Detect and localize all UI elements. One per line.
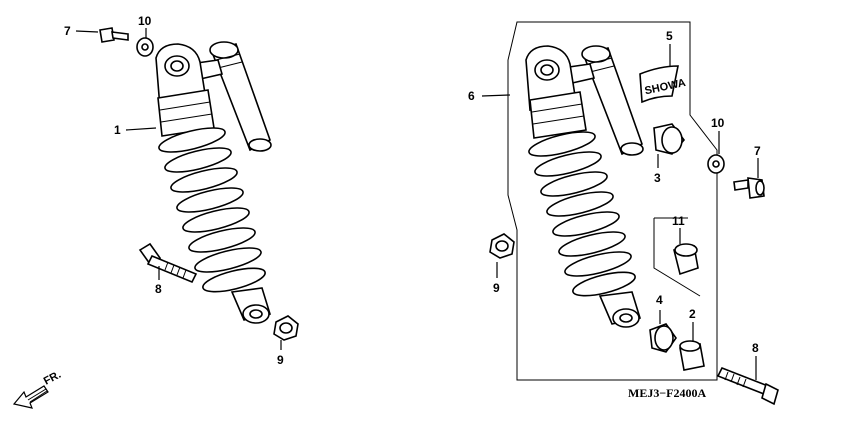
callout-left-10: 10 (138, 14, 152, 28)
callout-left-9: 9 (277, 353, 284, 367)
bushing-11 (673, 243, 699, 276)
collar-2 (679, 340, 705, 371)
callout-right-7: 7 (754, 144, 761, 158)
right-spring (528, 131, 636, 297)
left-washer-10 (136, 37, 154, 57)
bushing-4 (649, 323, 677, 353)
left-nut-9 (273, 315, 299, 341)
front-direction-arrow-icon (12, 385, 49, 409)
right-nut-9 (489, 233, 515, 259)
callout-right-11: 11 (672, 214, 685, 228)
diagram-code: MEJ3−F2400A (628, 386, 706, 400)
callout-right-6: 6 (468, 89, 475, 103)
assembly-outline (507, 21, 718, 381)
right-bolt-8 (716, 366, 779, 406)
left-bolt-8 (138, 242, 198, 284)
callout-right-2: 2 (689, 307, 696, 321)
left-shock-absorber (155, 41, 272, 324)
subset-outline (653, 217, 701, 297)
callout-left-7: 7 (64, 24, 71, 38)
callout-right-10: 10 (711, 116, 725, 130)
callout-right-9: 9 (493, 281, 500, 295)
showa-label: SHOWA (639, 65, 687, 104)
right-shock-absorber (525, 45, 644, 328)
callout-left-1: 1 (114, 123, 121, 137)
bushing-3 (653, 123, 686, 155)
callout-right-3: 3 (654, 171, 661, 185)
left-spring (158, 127, 266, 293)
front-direction-label: FR. (42, 369, 63, 388)
callout-right-4: 4 (656, 293, 663, 307)
right-bolt-7 (733, 177, 765, 199)
right-washer-10 (707, 154, 725, 174)
left-bolt-7 (99, 27, 129, 43)
callout-right-8: 8 (752, 341, 759, 355)
callout-left-8: 8 (155, 282, 162, 296)
callout-right-5: 5 (666, 29, 673, 43)
